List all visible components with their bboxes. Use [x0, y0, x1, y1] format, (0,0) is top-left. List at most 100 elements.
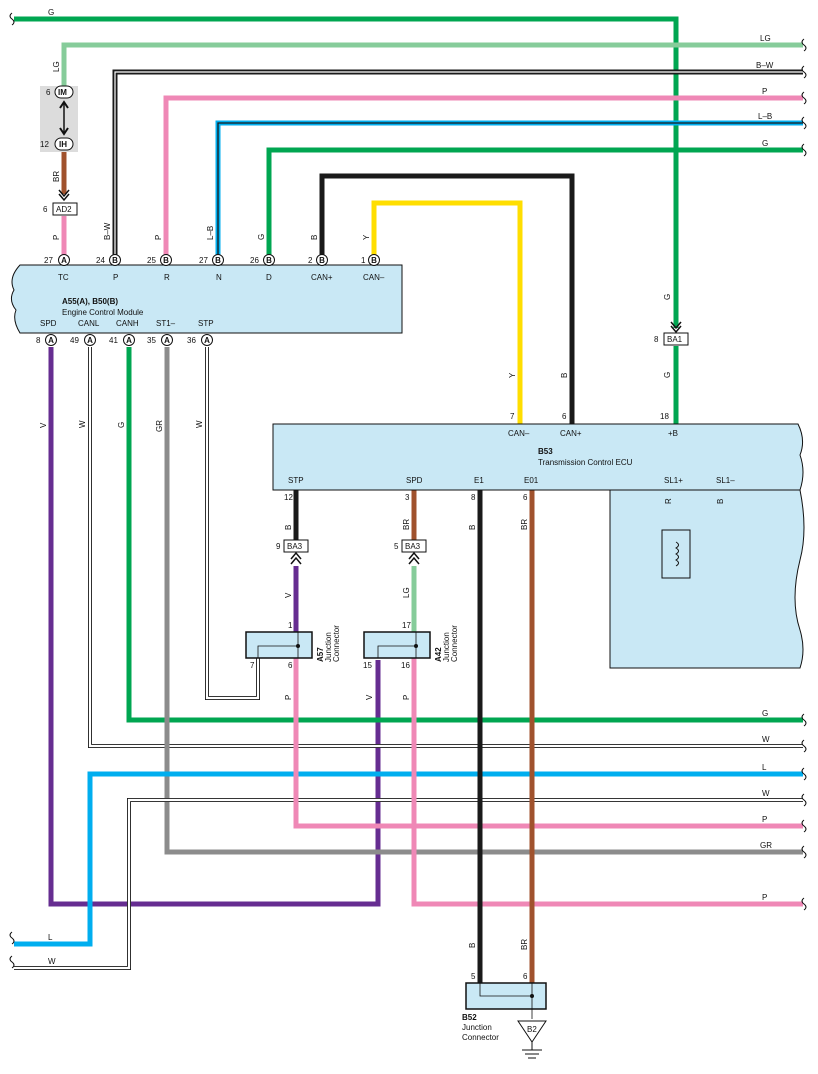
right-label-gr: GR: [760, 841, 772, 850]
a57-node: [296, 644, 300, 648]
ecm-top-pin-conn-1: B: [112, 256, 118, 265]
b52-pin-5: 5: [471, 972, 476, 981]
wire-can-minus: [371, 200, 523, 424]
ecm-top-term-0: TC: [58, 273, 69, 282]
ground-triangle-icon: [517, 1020, 547, 1043]
ecm-bot-num-0: 8: [36, 336, 41, 345]
wire-lg: [61, 42, 803, 86]
ecm-bot-wire-4: W: [195, 420, 204, 428]
a57-name-2: Connector: [332, 625, 341, 662]
wire-g-top: [14, 16, 679, 328]
ecm-bottom-pin-conn-4: A: [204, 336, 210, 345]
a42-wire-p: P: [402, 695, 411, 700]
left-label-w: W: [48, 957, 56, 966]
a42-pin-16: 16: [401, 661, 410, 670]
ba1-wire-above: G: [663, 294, 672, 300]
right-label-p-bot: P: [762, 893, 767, 902]
tcm-bot-wire-3: BR: [520, 519, 529, 530]
ecm-top-num-4: 26: [250, 256, 259, 265]
break-mark-right-0: [801, 38, 807, 52]
right-label-l: L: [762, 763, 767, 772]
tcm-top-num-2: 18: [660, 412, 669, 421]
ba1-wire-below: G: [663, 372, 672, 378]
break-mark-right-6: [801, 739, 807, 753]
a57-link: [257, 645, 298, 658]
break-mark-right-8: [801, 793, 807, 807]
ba3-right-label: BA3: [405, 542, 421, 551]
tcm-bot-term-4: SL1+: [664, 476, 683, 485]
tcm-top-wire-0: Y: [508, 372, 517, 378]
tcm-top-term-1: CAN+: [560, 429, 582, 438]
ecm-subtitle: Engine Control Module: [62, 308, 144, 317]
ih-pin-num: 12: [40, 140, 49, 149]
ecm-top-pin-circle-4: [263, 254, 275, 266]
ecm-bot-num-2: 41: [109, 336, 118, 345]
ecm-top-term-6: CAN–: [363, 273, 385, 282]
tcm-top-num-0: 7: [510, 412, 515, 421]
ecm-top-wire-1: B–W: [103, 222, 112, 240]
ecm-bot-wire-2: G: [117, 422, 126, 428]
ecm-top-term-5: CAN+: [311, 273, 333, 282]
ecm-top-pin-circle-3: [212, 254, 224, 266]
ecm-top-num-0: 27: [44, 256, 53, 265]
tcm-bot-wire-1: BR: [402, 519, 411, 530]
ba3-right-pin: 5: [394, 542, 399, 551]
ba3-right-chevron-icon: [408, 551, 420, 565]
tcm-top-num-1: 6: [562, 412, 567, 421]
a57-box: [245, 631, 313, 659]
tcm-bot-num-3: 6: [523, 493, 528, 502]
ecm-bottom-pin-circle-0: [45, 334, 57, 346]
a57-code: A57: [316, 647, 325, 662]
ecm-bot-term-3: ST1–: [156, 319, 176, 328]
wire-v-spd: [48, 347, 381, 907]
ecm-top-num-2: 25: [147, 256, 156, 265]
wire-lb-blue: [215, 120, 803, 255]
ecm-top-num-5: 2: [308, 256, 313, 265]
ecm-top-pin-circle-5: [316, 254, 328, 266]
left-label-g: G: [48, 8, 54, 17]
a42-wire-v: V: [365, 694, 374, 700]
tcm-subtitle: Transmission Control ECU: [538, 458, 633, 467]
ad2-chevron-icon: [58, 189, 70, 202]
ecm-top-term-3: N: [216, 273, 222, 282]
a57-pin-6: 6: [288, 661, 293, 670]
break-mark-right-5: [801, 713, 807, 727]
ecm-top-pin-circle-6: [368, 254, 380, 266]
b52-name-1: Junction: [462, 1023, 492, 1032]
break-mark-right-11: [801, 897, 807, 911]
wire-p-top: [163, 95, 803, 255]
ecm-bot-wire-1: W: [78, 420, 87, 428]
b52-pin-6: 6: [523, 972, 528, 981]
ecm-bottom-pin-circle-3: [161, 334, 173, 346]
tcm-bot-num-2: 8: [471, 493, 476, 502]
ih-pin-label: IH: [59, 140, 67, 149]
ecm-bot-term-1: CANL: [78, 319, 100, 328]
ba1-chevron-icon: [670, 321, 682, 334]
a57-name-1: Junction: [324, 632, 333, 662]
a42-link: [377, 645, 416, 658]
ad2-box: [52, 202, 78, 216]
break-mark-left-2: [9, 955, 15, 969]
tcm-bot-num-1: 3: [405, 493, 410, 502]
im-arrow-up-icon: [59, 100, 69, 109]
wire-a42-p: [411, 658, 803, 907]
ecm-top-wire-3: L–B: [206, 226, 215, 240]
b52-node: [530, 994, 534, 998]
a57-wire-p: P: [284, 695, 293, 700]
ba1-box: [663, 332, 689, 346]
ba3-left-label: BA3: [287, 542, 303, 551]
right-label-w-2: W: [762, 789, 770, 798]
a42-name-2: Connector: [450, 625, 459, 662]
tcm-top-wire-1: B: [560, 373, 569, 378]
a42-box: [363, 631, 431, 659]
ba3-left-pin: 9: [276, 542, 281, 551]
tcm-bot-term-1: SPD: [406, 476, 423, 485]
ecm-top-num-6: 1: [361, 256, 366, 265]
right-label-g-2: G: [762, 709, 768, 718]
ecm-top-term-4: D: [266, 273, 272, 282]
im-arrow-down-icon: [59, 127, 69, 136]
tcm-bot-term-2: E1: [474, 476, 484, 485]
ecm-top-pin-circle-2: [160, 254, 172, 266]
wire-break-marks: [9, 12, 807, 969]
ecm-box: [10, 264, 403, 334]
